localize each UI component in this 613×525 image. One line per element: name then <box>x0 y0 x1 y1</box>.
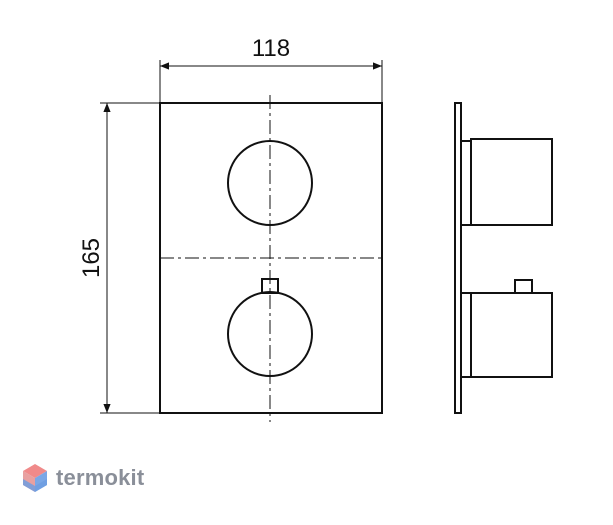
side-upper-handle <box>470 138 553 226</box>
side-plate <box>454 102 462 414</box>
side-lower-stop <box>514 279 533 294</box>
hexagon-logo-icon <box>23 464 47 492</box>
height-dimension <box>100 102 160 414</box>
side-lower-handle <box>470 292 553 378</box>
upper-knob-circle <box>227 140 313 226</box>
height-label: 165 <box>78 238 105 278</box>
brand-logo: termokit <box>22 458 144 498</box>
side-view <box>454 102 553 414</box>
lower-knob-stop <box>261 278 279 294</box>
front-view <box>159 95 383 422</box>
brand-name: termokit <box>56 465 145 490</box>
width-label: 118 <box>252 35 290 62</box>
side-upper-spacer <box>460 140 472 226</box>
width-dimension <box>159 60 383 103</box>
side-lower-spacer <box>460 292 472 378</box>
